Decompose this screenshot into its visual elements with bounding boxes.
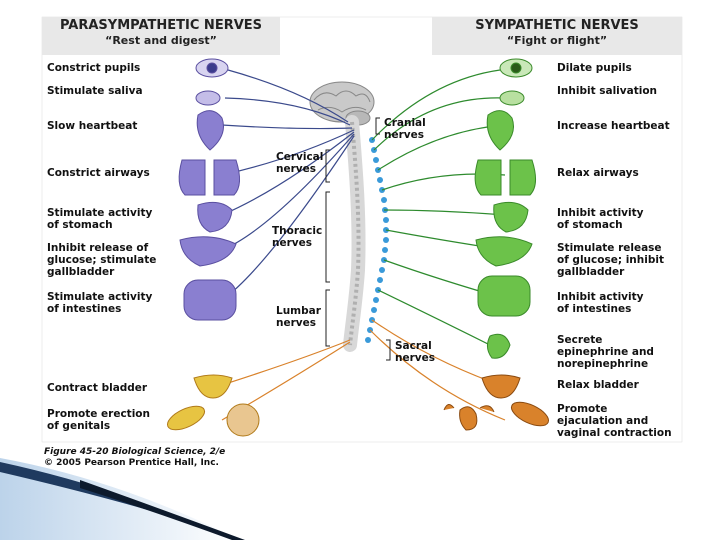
right-label-inhibit-salivation: Inhibit salivation <box>557 85 658 97</box>
thoracic-nerves-label: Thoracic nerves <box>272 225 323 249</box>
left-label-bladder: Contract bladder <box>47 382 148 394</box>
left-label-slow-heartbeat: Slow heartbeat <box>47 120 138 132</box>
salivary-right <box>499 90 525 106</box>
intestines-left <box>183 279 237 321</box>
brain-illustration <box>309 81 375 126</box>
stomach-right <box>493 201 529 233</box>
cranial-bracket <box>375 117 380 135</box>
left-label-constrict-pupils: Constrict pupils <box>47 62 141 74</box>
right-label-intestines: Inhibit activity of intestines <box>557 291 644 315</box>
uterus-right <box>443 404 495 431</box>
right-organs <box>474 58 536 359</box>
salivary-left <box>195 90 221 106</box>
genital-left-female <box>226 403 260 437</box>
sympathetic-title: SYMPATHETIC NERVES <box>475 18 639 33</box>
right-label-dilate-pupils: Dilate pupils <box>557 62 632 74</box>
left-label-stomach: Stimulate activity of stomach <box>47 207 153 231</box>
liver-left <box>179 236 237 267</box>
stomach-left <box>197 201 233 233</box>
right-lower-organs <box>443 374 550 431</box>
copyright-notice: © 2005 Pearson Prentice Hall, Inc. <box>44 458 219 468</box>
intestines-right <box>477 275 531 317</box>
right-label-bladder: Relax bladder <box>557 379 639 391</box>
left-organs <box>178 58 240 321</box>
lungs-right <box>474 159 536 196</box>
parasympathetic-subtitle: “Rest and digest” <box>105 34 217 47</box>
left-label-stimulate-saliva: Stimulate saliva <box>47 85 143 97</box>
left-label-glucose: Inhibit release of glucose; stimulate ga… <box>47 242 157 278</box>
swoosh-stripe <box>80 480 245 540</box>
parasympathetic-title-box: PARASYMPATHETIC NERVES “Rest and digest” <box>42 18 280 52</box>
cervical-bracket <box>325 149 330 183</box>
sacral-nerves-label: Sacral nerves <box>395 340 435 364</box>
heart-left <box>196 110 224 151</box>
thoracic-bracket <box>325 191 330 283</box>
right-label-epinephrine: Secrete epinephrine and norepinephrine <box>557 334 654 370</box>
nerve-brackets <box>325 117 391 361</box>
right-label-increase-heartbeat: Increase heartbeat <box>557 120 670 132</box>
genital-right-male <box>510 401 550 427</box>
cranial-nerves-label: Cranial nerves <box>384 117 426 141</box>
left-label-genitals: Promote erection of genitals <box>47 408 150 432</box>
parasympathetic-title: PARASYMPATHETIC NERVES <box>59 18 263 33</box>
right-label-glucose: Stimulate release of glucose; inhibit ga… <box>557 242 664 278</box>
right-label-relax-airways: Relax airways <box>557 167 639 179</box>
spinal-column <box>343 115 366 352</box>
bladder-right <box>481 374 521 399</box>
sacral-bracket <box>386 339 391 361</box>
lungs-left <box>178 159 240 196</box>
bladder-left <box>193 374 233 399</box>
right-label-stomach: Inhibit activity of stomach <box>557 207 644 231</box>
liver-right <box>475 236 533 267</box>
right-label-genitals: Promote ejaculation and vaginal contract… <box>557 403 672 439</box>
sympathetic-chain <box>365 137 389 343</box>
left-lower-organs <box>166 374 260 437</box>
adrenal-right <box>486 333 511 359</box>
figure-caption: Figure 45-20 Biological Science, 2/e <box>44 447 226 457</box>
left-label-constrict-airways: Constrict airways <box>47 167 150 179</box>
heart-right <box>486 110 514 151</box>
figure-credit: Figure 45-20 Biological Science, 2/e © 2… <box>44 447 225 469</box>
sympathetic-subtitle: “Fight or flight” <box>506 34 608 47</box>
cervical-nerves-label: Cervical nerves <box>276 151 324 175</box>
genital-left-male <box>166 405 206 431</box>
left-label-intestines: Stimulate activity of intestines <box>47 291 153 315</box>
sympathetic-title-box: SYMPATHETIC NERVES “Fight or flight” <box>432 18 682 52</box>
lumbar-bracket <box>325 289 330 347</box>
lumbar-nerves-label: Lumbar nerves <box>276 305 321 329</box>
